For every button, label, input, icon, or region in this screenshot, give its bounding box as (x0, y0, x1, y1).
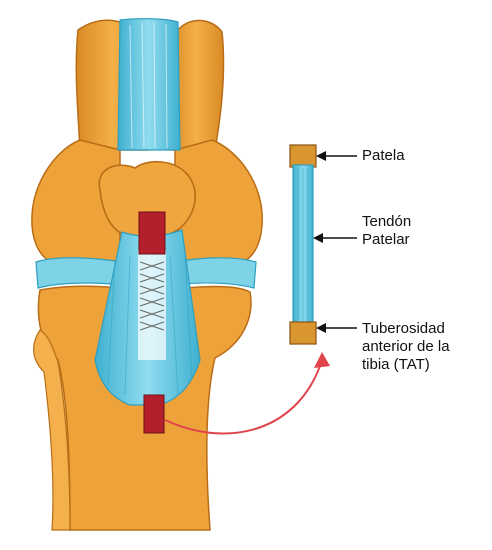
label-tendon-line-2: Patelar (362, 231, 411, 249)
meniscus-left (36, 258, 122, 288)
graft-tibia-block (290, 322, 316, 344)
label-tat-line-3: tibia (TAT) (362, 356, 450, 374)
tibia-block-site (144, 395, 164, 433)
patella-block-site (139, 212, 165, 254)
harvest-arrowhead (314, 352, 330, 368)
label-tendon-patelar: Tendón Patelar (362, 213, 411, 249)
quadriceps-tendon (118, 19, 180, 150)
label-tat-line-2: anterior de la (362, 338, 450, 356)
label-patela-text: Patela (362, 147, 405, 165)
label-tuberosidad: Tuberosidad anterior de la tibia (TAT) (362, 320, 450, 374)
label-tat-line-1: Tuberosidad (362, 320, 450, 338)
graft-patella-block (290, 145, 316, 167)
label-tendon-line-1: Tendón (362, 213, 411, 231)
label-patela: Patela (362, 147, 405, 165)
